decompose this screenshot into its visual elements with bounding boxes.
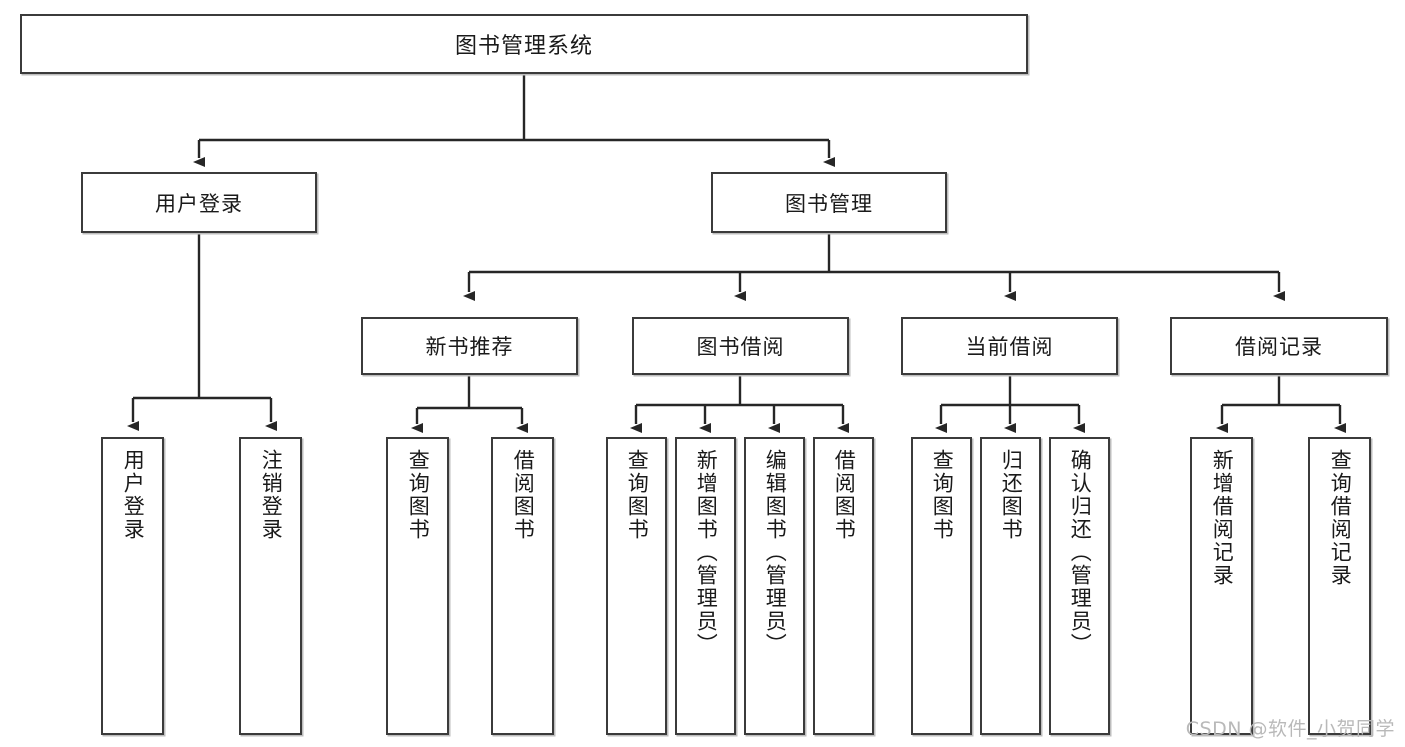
node-borrow-record[interactable]: 借阅记录	[1170, 317, 1388, 375]
leaf-label: 用户登录	[121, 449, 146, 541]
leaf-label: 新增图书（管理员）	[694, 449, 719, 656]
leaf-label: 注销登录	[259, 449, 284, 541]
leaf-current-borrow-return[interactable]: 归还图书	[980, 437, 1041, 735]
watermark: CSDN @软件_小贺同学	[1185, 718, 1395, 740]
node-current-borrow[interactable]: 当前借阅	[901, 317, 1118, 375]
node-book-management[interactable]: 图书管理	[711, 172, 947, 233]
leaf-book-borrow-query[interactable]: 查询图书	[606, 437, 667, 735]
node-user-login-label: 用户登录	[155, 191, 243, 216]
node-root[interactable]: 图书管理系统	[20, 14, 1028, 74]
leaf-book-borrow-add[interactable]: 新增图书（管理员）	[675, 437, 736, 735]
leaf-borrow-record-query[interactable]: 查询借阅记录	[1308, 437, 1371, 735]
leaf-current-borrow-confirm-return[interactable]: 确认归还（管理员）	[1049, 437, 1110, 735]
leaf-current-borrow-query[interactable]: 查询图书	[911, 437, 972, 735]
node-new-book-recommend[interactable]: 新书推荐	[361, 317, 578, 375]
node-user-login[interactable]: 用户登录	[81, 172, 317, 233]
leaf-label: 归还图书	[999, 449, 1024, 541]
leaf-label: 查询图书	[625, 449, 650, 541]
leaf-label: 查询借阅记录	[1328, 449, 1353, 587]
leaf-user-login-signout[interactable]: 注销登录	[239, 437, 302, 735]
node-book-borrow-label: 图书借阅	[696, 335, 785, 359]
leaf-book-borrow-edit[interactable]: 编辑图书（管理员）	[744, 437, 805, 735]
leaf-label: 借阅图书	[511, 449, 536, 541]
leaf-label: 确认归还（管理员）	[1068, 449, 1093, 656]
node-book-borrow[interactable]: 图书借阅	[632, 317, 849, 375]
leaf-label: 新增借阅记录	[1210, 449, 1235, 587]
leaf-new-book-borrow[interactable]: 借阅图书	[491, 437, 554, 735]
leaf-new-book-query[interactable]: 查询图书	[386, 437, 449, 735]
leaf-label: 查询图书	[406, 449, 431, 541]
leaf-user-login-signin[interactable]: 用户登录	[101, 437, 164, 735]
node-new-book-recommend-label: 新书推荐	[425, 335, 514, 359]
leaf-label: 查询图书	[930, 449, 955, 541]
node-current-borrow-label: 当前借阅	[965, 335, 1054, 359]
node-borrow-record-label: 借阅记录	[1235, 335, 1323, 359]
node-book-management-label: 图书管理	[785, 191, 873, 216]
node-root-label: 图书管理系统	[454, 34, 593, 59]
leaf-label: 编辑图书（管理员）	[763, 449, 788, 656]
leaf-borrow-record-add[interactable]: 新增借阅记录	[1190, 437, 1253, 735]
leaf-book-borrow-borrow[interactable]: 借阅图书	[813, 437, 874, 735]
leaf-label: 借阅图书	[832, 449, 857, 541]
